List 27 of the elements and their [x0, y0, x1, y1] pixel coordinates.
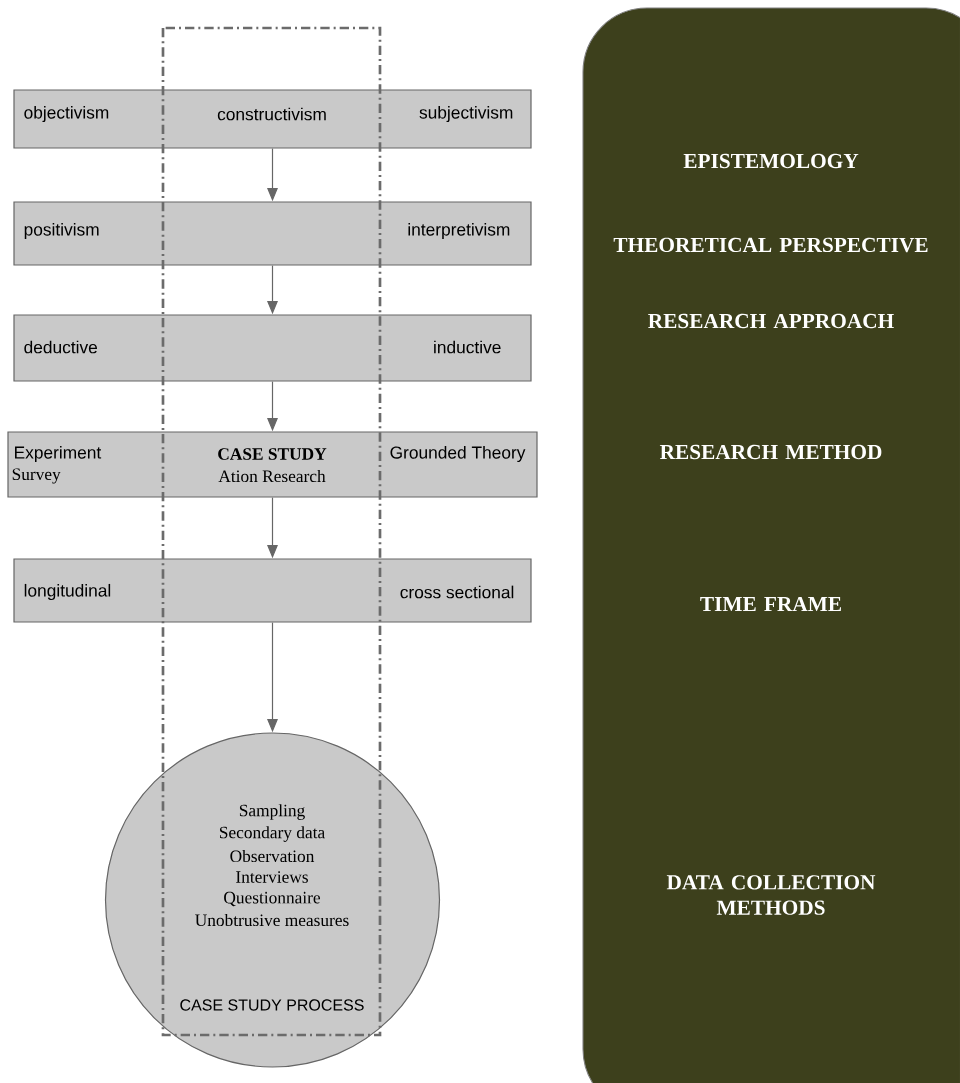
box-label: Grounded Theory: [390, 445, 526, 463]
method-label: Secondary data: [219, 826, 325, 842]
box-label: subjectivism: [419, 105, 513, 123]
box-label: cross sectional: [400, 585, 514, 599]
method-label: Questionnaire: [224, 891, 320, 907]
box-label: Ation Research: [218, 469, 326, 483]
box-label: Survey: [12, 468, 61, 484]
box-label: Experiment: [15, 445, 102, 463]
method-label: Observation: [230, 849, 315, 863]
box-label: objectivism: [24, 105, 109, 123]
heading-label: EPISTEMOLOGY: [683, 153, 859, 169]
box-label: interpretivism: [408, 222, 510, 240]
box-label: longitudinal: [24, 583, 111, 601]
box-label: CASE STUDY: [218, 448, 327, 460]
box-label: positivism: [24, 222, 99, 240]
heading-label: RESEARCH APPROACH: [648, 313, 894, 329]
heading-label: THEORETICAL PERSPECTIVE: [613, 237, 928, 253]
box-label: constructivism: [217, 107, 326, 121]
heading-label: RESEARCH METHOD: [659, 444, 882, 460]
heading-label: DATA COLLECTION METHODS: [666, 875, 876, 915]
heading-label: TIME FRAME: [700, 597, 841, 612]
method-label: Sampling: [239, 804, 305, 820]
method-label: Interviews: [236, 871, 308, 883]
box-label: deductive: [24, 340, 97, 354]
method-label: Unobtrusive measures: [195, 913, 349, 927]
frame-label: CASE STUDY PROCESS: [180, 999, 364, 1011]
box-label: inductive: [434, 340, 501, 354]
